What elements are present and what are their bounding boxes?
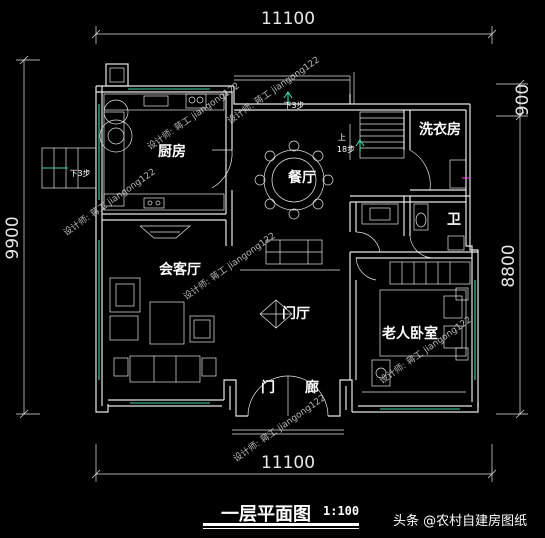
plan-title: 一层平面图 [221, 504, 311, 525]
dimension-left: 9900 [3, 216, 23, 259]
dimension-top: 11100 [261, 9, 315, 29]
label-foyer: 门厅 [282, 305, 310, 322]
title-underline-thin [203, 528, 359, 529]
source-credit: 头条 @农村自建房图纸 [393, 514, 528, 529]
plan-scale: 1:100 [323, 504, 360, 518]
watermark-1: 设计师: 蒋工 jiangong122 [145, 80, 242, 153]
label-entrance-porch: 廊 [305, 379, 319, 396]
kitchen-fixtures [99, 93, 225, 211]
label-living: 会客厅 [159, 261, 201, 278]
bedroom-furniture [362, 261, 471, 393]
top-steps [234, 72, 355, 104]
annotation-stair-count: 18步 [337, 145, 355, 154]
living-furniture [109, 225, 217, 383]
exterior-walls [95, 63, 479, 435]
label-elder-bedroom: 老人卧室 [382, 325, 438, 342]
step-arrows [283, 91, 365, 152]
dimension-lines [16, 26, 528, 482]
annotation-step-down-left: 下3步 [69, 169, 90, 178]
dimension-right-small: 900 [513, 84, 533, 116]
annotation-step-down-top: 下3步 [283, 101, 304, 110]
annotation-stair-up: 上 [338, 133, 346, 142]
title-underline [203, 523, 359, 526]
label-laundry: 洗衣房 [419, 121, 461, 138]
label-entrance-door: 门 [261, 379, 275, 396]
dimension-bottom: 11100 [261, 453, 315, 473]
foyer-pattern [259, 299, 293, 329]
laundry-fixtures [361, 159, 470, 251]
sideboard [240, 239, 340, 271]
left-steps [41, 147, 97, 189]
doors [211, 149, 435, 417]
dining-table [254, 140, 334, 220]
label-dining: 餐厅 [287, 169, 316, 186]
watermark-5: 设计师: 蒋工 jiangong122 [377, 314, 474, 387]
interior-walls [102, 92, 478, 380]
dimension-right: 8800 [499, 244, 519, 287]
label-bathroom: 卫 [447, 212, 461, 228]
stairs [349, 111, 405, 160]
label-kitchen: 厨房 [158, 143, 186, 160]
